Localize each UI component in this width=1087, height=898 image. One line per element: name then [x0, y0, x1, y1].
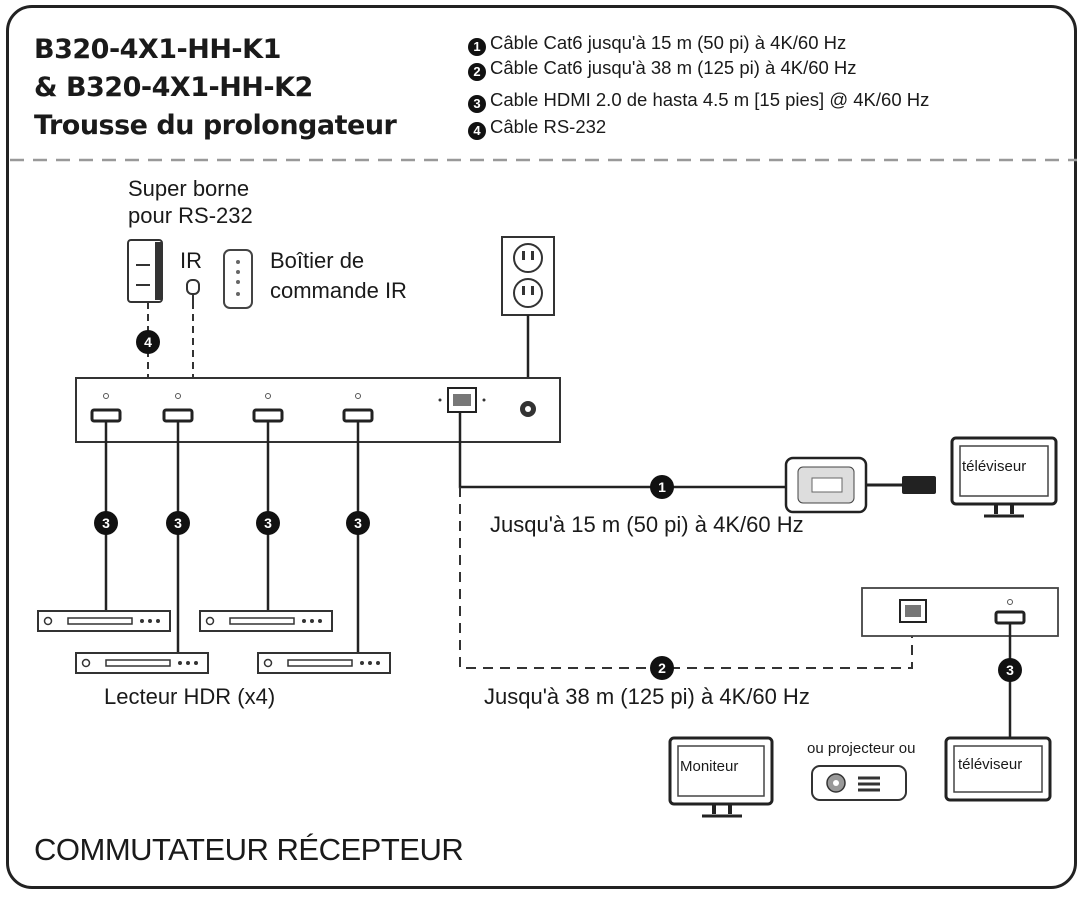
badge-3-icon: 3 [468, 95, 486, 113]
title-line-1: B320-4X1-HH-K1 [34, 34, 281, 65]
svg-text:3: 3 [174, 515, 182, 531]
wall-outlet-icon [501, 236, 555, 316]
badge-3-hdmi-out-icon: 3 [998, 658, 1022, 682]
legend-text-4: Câble RS-232 [490, 116, 607, 137]
hdr-player-2 [75, 652, 209, 674]
svg-text:3: 3 [1006, 662, 1014, 678]
badge-2-cat6-icon: 2 [650, 656, 674, 680]
svg-text:3: 3 [264, 515, 272, 531]
rs232-label-line-1: Super borne [128, 176, 250, 201]
ir-box-label-line-2: commande IR [270, 278, 407, 303]
monitor-icon [668, 736, 774, 818]
legend-text-3: Cable HDMI 2.0 de hasta 4.5 m [15 pies] … [490, 89, 930, 110]
tv-2-label: téléviseur [958, 756, 1023, 773]
projector-label: ou projecteur ou [807, 740, 916, 757]
ir-box-label-line-1: Boîtier de [270, 248, 365, 273]
badge-3-hdmi-3-icon: 3 [256, 511, 280, 535]
hdr-player-4 [257, 652, 391, 674]
ir-sensor-icon [186, 279, 200, 302]
rs232-label-line-2: pour RS-232 [128, 203, 253, 228]
projector-icon [811, 765, 907, 801]
title-line-3: Trousse du prolongateur [34, 110, 397, 141]
badge-1-icon: 1 [468, 38, 486, 56]
badge-4-icon: 4 [468, 122, 486, 140]
hdr-player-3 [199, 610, 333, 632]
badge-1-cat6-icon: 1 [650, 475, 674, 499]
svg-text:4: 4 [144, 334, 152, 350]
diagram-frame [6, 5, 1077, 889]
run-15m-label: Jusqu'à 15 m (50 pi) à 4K/60 Hz [490, 512, 804, 537]
transmitter-switch [75, 377, 561, 443]
television-1-icon [950, 436, 1058, 518]
receiver-switch [861, 587, 1059, 637]
badge-2-icon: 2 [468, 63, 486, 81]
badge-3-hdmi-4-icon: 3 [346, 511, 370, 535]
hdr-players-label: Lecteur HDR (x4) [104, 684, 276, 709]
badge-3-hdmi-2-icon: 3 [166, 511, 190, 535]
tv-1-label: téléviseur [962, 458, 1027, 475]
title-line-2: & B320-4X1-HH-K2 [34, 72, 313, 103]
cat6-cable-38m [459, 487, 913, 669]
svg-text:3: 3 [354, 515, 362, 531]
run-38m-label: Jusqu'à 38 m (125 pi) à 4K/60 Hz [484, 684, 810, 709]
television-2-icon [944, 736, 1052, 802]
ir-remote-icon [223, 249, 253, 309]
rs232-terminal-icon [127, 239, 163, 303]
badge-4-rs232-icon: 4 [136, 330, 160, 354]
legend-text-1: Câble Cat6 jusqu'à 15 m (50 pi) à 4K/60 … [490, 32, 847, 53]
badge-3-hdmi-1-icon: 3 [94, 511, 118, 535]
hdr-player-1 [37, 610, 171, 632]
legend-text-2: Câble Cat6 jusqu'à 38 m (125 pi) à 4K/60… [490, 57, 857, 78]
ir-label: IR [180, 248, 202, 273]
svg-text:1: 1 [658, 479, 666, 495]
monitor-label: Moniteur [680, 758, 739, 775]
footer-title: COMMUTATEUR RÉCEPTEUR [34, 832, 464, 867]
svg-text:2: 2 [658, 660, 666, 676]
receiver-dongle-icon [784, 456, 936, 514]
svg-text:3: 3 [102, 515, 110, 531]
